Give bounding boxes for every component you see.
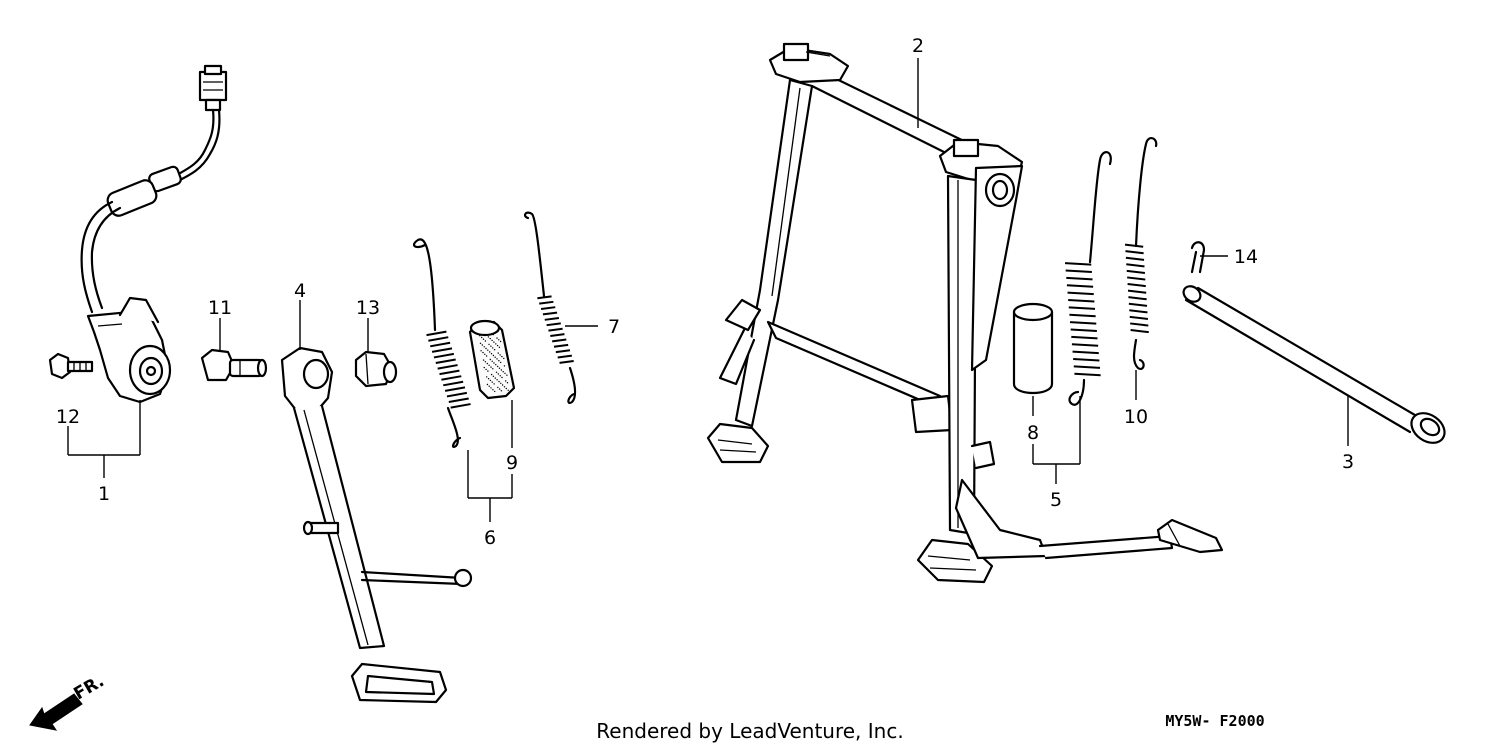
spring-6 [412, 238, 471, 448]
nut-13 [354, 350, 398, 388]
render-credit: Rendered by LeadVenture, Inc. [596, 719, 903, 743]
collar-8 [1012, 302, 1054, 395]
spring-5 [1064, 151, 1112, 406]
callout-3: 3 [1342, 451, 1354, 473]
callout-13: 13 [356, 297, 380, 319]
callout-2: 2 [912, 35, 924, 57]
callout-11: 11 [208, 297, 232, 319]
collar-9 [468, 319, 516, 400]
pivot-shaft-3 [1182, 285, 1446, 444]
cotter-clip-14 [1190, 241, 1206, 274]
spring-10 [1124, 137, 1158, 370]
leader-lines [67, 58, 1349, 522]
diagram-code: MY5W- F2000 [1165, 712, 1264, 730]
arrow-icon [29, 693, 83, 731]
callout-7: 7 [608, 316, 620, 338]
bolt-12 [48, 352, 94, 380]
main-stand [706, 42, 1224, 584]
callout-1: 1 [98, 483, 110, 505]
callout-5: 5 [1050, 489, 1062, 511]
spring-7 [523, 211, 577, 404]
side-stand-switch [80, 64, 228, 404]
callout-labels: 2 4 11 13 7 14 12 1 9 6 8 5 10 3 [56, 35, 1354, 549]
pivot-bolt-11 [200, 348, 268, 382]
callout-10: 10 [1124, 406, 1148, 428]
callout-4: 4 [294, 280, 306, 302]
callout-12: 12 [56, 406, 80, 428]
callout-14: 14 [1234, 246, 1258, 268]
callout-6: 6 [484, 527, 496, 549]
callout-9: 9 [506, 452, 518, 474]
side-stand [280, 346, 473, 704]
front-direction-arrow: FR. [29, 671, 108, 731]
callout-8: 8 [1027, 422, 1039, 444]
